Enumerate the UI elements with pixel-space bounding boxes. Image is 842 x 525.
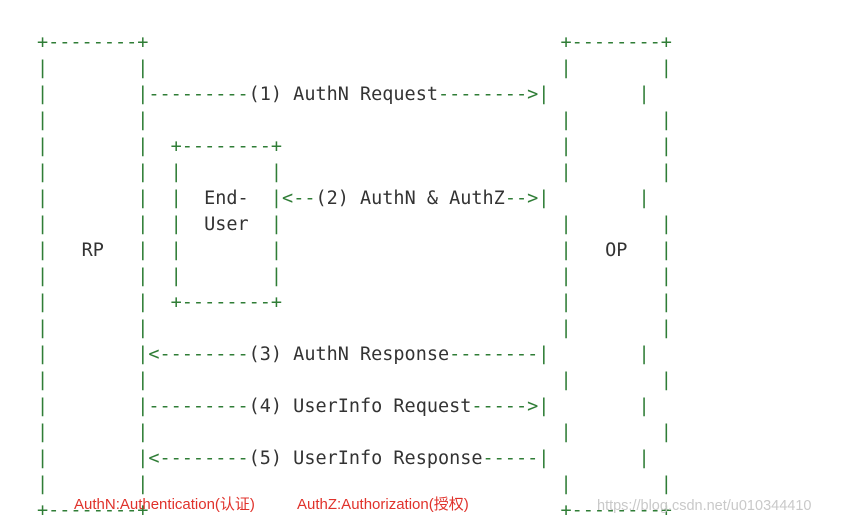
arrow-label-5: (5) UserInfo Response [248, 448, 483, 469]
legend-authz: AuthZ:Authorization(授权) [297, 496, 469, 513]
arrow-label-1: (1) AuthN Request [248, 84, 438, 105]
legend-authn: AuthN:Authentication(认证) [74, 496, 255, 513]
watermark: https://blog.csdn.net/u010344410 [597, 498, 812, 514]
op-label: OP [605, 240, 628, 261]
arrow-label-3: (3) AuthN Response [248, 344, 450, 365]
end-user-label-line2: User [204, 214, 249, 235]
sequence-diagram: +--------+ +--------+ | | | | | |-------… [37, 32, 672, 521]
arrow-label-2: (2) AuthN & AuthZ [315, 188, 505, 209]
end-user-label-line1: End- [204, 188, 249, 209]
rp-label: RP [81, 240, 104, 261]
arrow-label-4: (4) UserInfo Request [248, 396, 472, 417]
